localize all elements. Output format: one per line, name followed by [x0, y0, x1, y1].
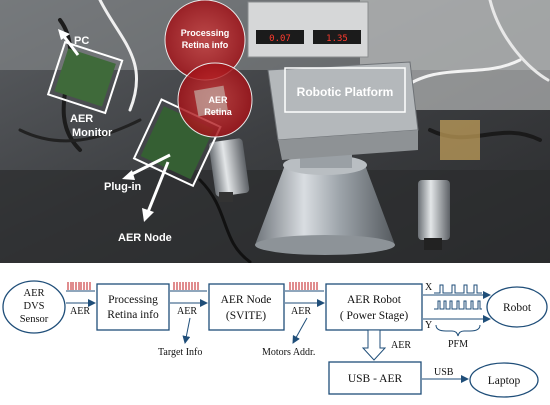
aer-node-label: AER Node	[118, 232, 172, 244]
link-usb-laptop: USB	[422, 367, 469, 383]
aer-dvs-sensor: AER DVS Sensor	[2, 280, 66, 334]
pfm-pulses-y	[434, 300, 482, 310]
processing-retina-info-highlight: Processing Retina info	[164, 0, 246, 81]
aer-robot-block-line1: AER Robot	[347, 294, 402, 306]
aer-retina-highlight: AER Retina	[177, 62, 253, 138]
spike-train-1	[67, 282, 91, 290]
laptop-node: Laptop	[469, 362, 539, 398]
link1-aer-label: AER	[70, 306, 90, 317]
aer-robot-block-line2: ( Power Stage)	[340, 310, 409, 322]
pc-arrow	[61, 34, 80, 56]
pc-label: PC	[74, 35, 89, 47]
aer-node-block-line2: (SVITE)	[226, 310, 266, 322]
power-readout-right: 1.35	[326, 34, 348, 44]
robotic-platform-outline	[284, 67, 406, 113]
pfm-brace	[435, 324, 481, 337]
link-down-aer-label: AER	[391, 340, 411, 351]
plug-in-label: Plug-in	[104, 181, 142, 193]
motor-right	[418, 120, 480, 250]
processing-retina-info-block: Processing Retina info	[96, 283, 170, 331]
processing-label-line2: Retina info	[182, 40, 229, 50]
photo-arrows	[58, 29, 171, 222]
lab-setup-photo: 0.07 1.35 Robotic Platform Processing	[0, 0, 550, 263]
motors-addr-annotation: Motors Addr.	[262, 347, 315, 358]
aer-node-block-line1: AER Node	[221, 294, 272, 306]
link3-aer-label: AER	[291, 306, 311, 317]
plug-in-arrow	[129, 153, 171, 177]
processing-block-line2: Retina info	[107, 309, 159, 321]
aer-monitor-label-line1: AER	[70, 113, 93, 125]
y-output-label: Y	[425, 320, 432, 331]
spike-train-3	[289, 282, 318, 290]
link-processing-node: AER Target Info	[158, 282, 208, 358]
link-node-robot: AER Motors Addr.	[262, 282, 325, 358]
robot-node: Robot	[486, 286, 548, 328]
aer-monitor-outline	[46, 40, 124, 115]
power-supply: 0.07 1.35	[247, 1, 369, 58]
aer-monitor-label-line2: Monitor	[72, 127, 113, 139]
aer-node-svite-block: AER Node (SVITE)	[208, 283, 285, 331]
aer-retina-label-line1: AER	[208, 95, 228, 105]
processing-block-line1: Processing	[108, 294, 158, 306]
robotic-platform-box: Robotic Platform	[267, 61, 419, 160]
sensor-line1: AER	[24, 288, 45, 299]
aer-retina-label-line2: Retina	[204, 107, 233, 117]
pfm-label: PFM	[448, 339, 468, 350]
aer-node-arrow	[146, 161, 170, 213]
target-info-annotation: Target Info	[158, 347, 202, 358]
block-diagram: AER DVS Sensor AER Processing Retina inf…	[0, 263, 550, 400]
x-output-label: X	[425, 282, 433, 293]
aer-monitor-board	[46, 40, 124, 115]
sensor-line3: Sensor	[20, 314, 49, 325]
processing-label-line1: Processing	[181, 28, 230, 38]
link-sensor-processing: AER	[66, 282, 96, 317]
sensor-line2: DVS	[23, 301, 44, 312]
pfm-pulses-x	[434, 284, 482, 294]
link-robot-usb: AER	[361, 329, 411, 361]
robotic-platform-label: Robotic Platform	[297, 85, 394, 99]
usb-link-label: USB	[434, 367, 454, 378]
laptop-label: Laptop	[488, 375, 521, 387]
usb-aer-label: USB - AER	[348, 373, 403, 385]
link2-aer-label: AER	[177, 306, 197, 317]
aer-robot-power-stage-block: AER Robot ( Power Stage)	[325, 283, 423, 331]
motor-left	[208, 138, 250, 202]
spike-train-2	[173, 282, 199, 290]
power-readout-left: 0.07	[269, 34, 291, 44]
pfm-outputs: X Y PFM	[423, 282, 491, 350]
usb-aer-block: USB - AER	[328, 361, 422, 395]
robot-label: Robot	[503, 302, 532, 314]
